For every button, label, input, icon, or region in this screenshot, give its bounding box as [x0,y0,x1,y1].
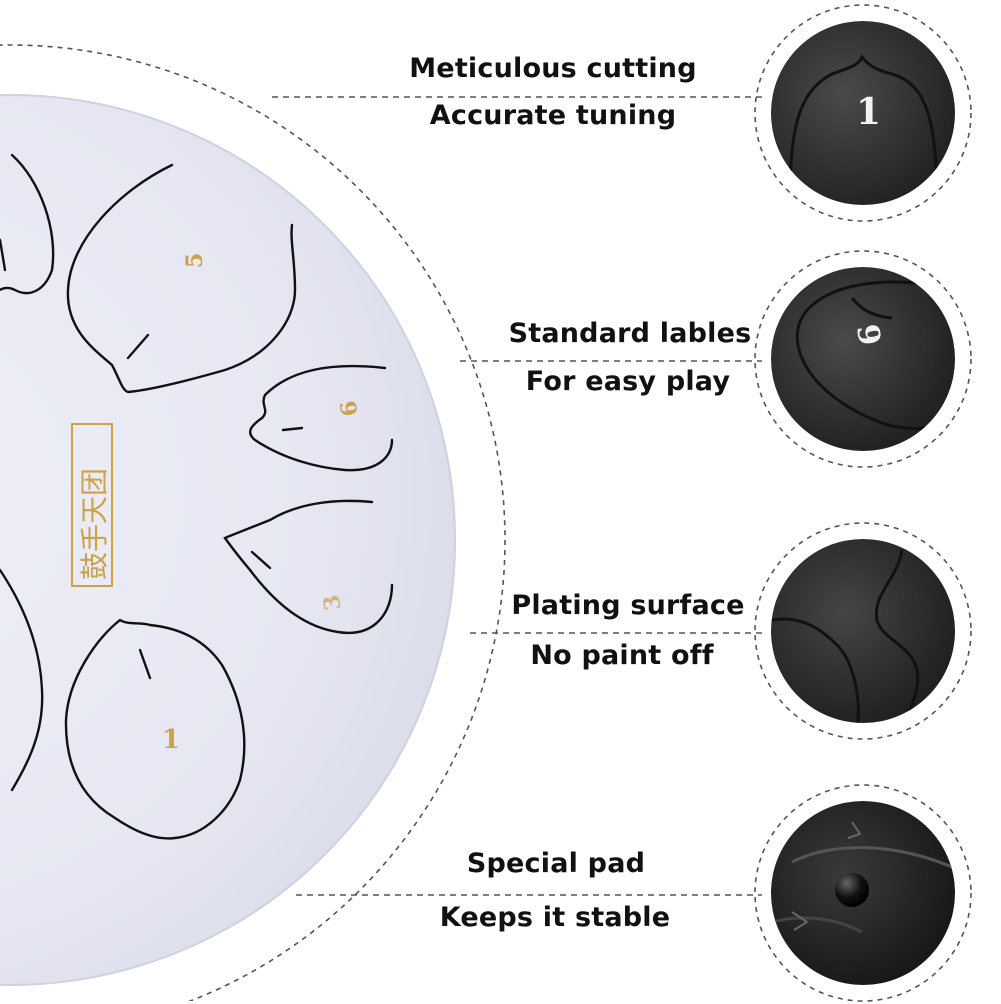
feature-4-line-2: Keeps it stable [439,902,671,933]
svg-text:鼓手天团: 鼓手天团 [78,468,111,580]
tongue-bottom-left [0,568,44,792]
note-label-6: 6 [335,399,363,419]
feature-1-line-1: Meticulous cutting [409,53,697,84]
feature-3-line-2: No paint off [530,640,714,671]
feature-2-line-2: For easy play [525,366,731,397]
rubber-pad [835,873,869,907]
tongue-top-left [0,153,55,295]
brand-logo: 鼓手天团 [71,423,113,587]
feature-1-line-2: Accurate tuning [429,100,677,131]
zoom-pad-detail [754,784,972,1002]
feature-2-line-1: Standard lables [508,318,752,349]
feature-3-line-1: Plating surface [511,590,745,621]
tongue-right [223,499,394,635]
zoom-plating-detail [754,522,972,740]
note-label-1: 1 [162,725,180,755]
tongue-upper-right [248,364,394,472]
tongue-top [66,163,297,394]
note-label-5: 5 [182,253,208,268]
zoom-labels-detail: 6 [754,250,972,468]
zoom-label-1: 1 [856,91,881,133]
zoom-cutting-detail: 1 [754,4,972,222]
feature-4-line-1: Special pad [466,848,646,879]
tongue-bottom [64,618,246,840]
drum-dashed-ring [0,44,506,1001]
note-label-3: 3 [318,593,346,613]
